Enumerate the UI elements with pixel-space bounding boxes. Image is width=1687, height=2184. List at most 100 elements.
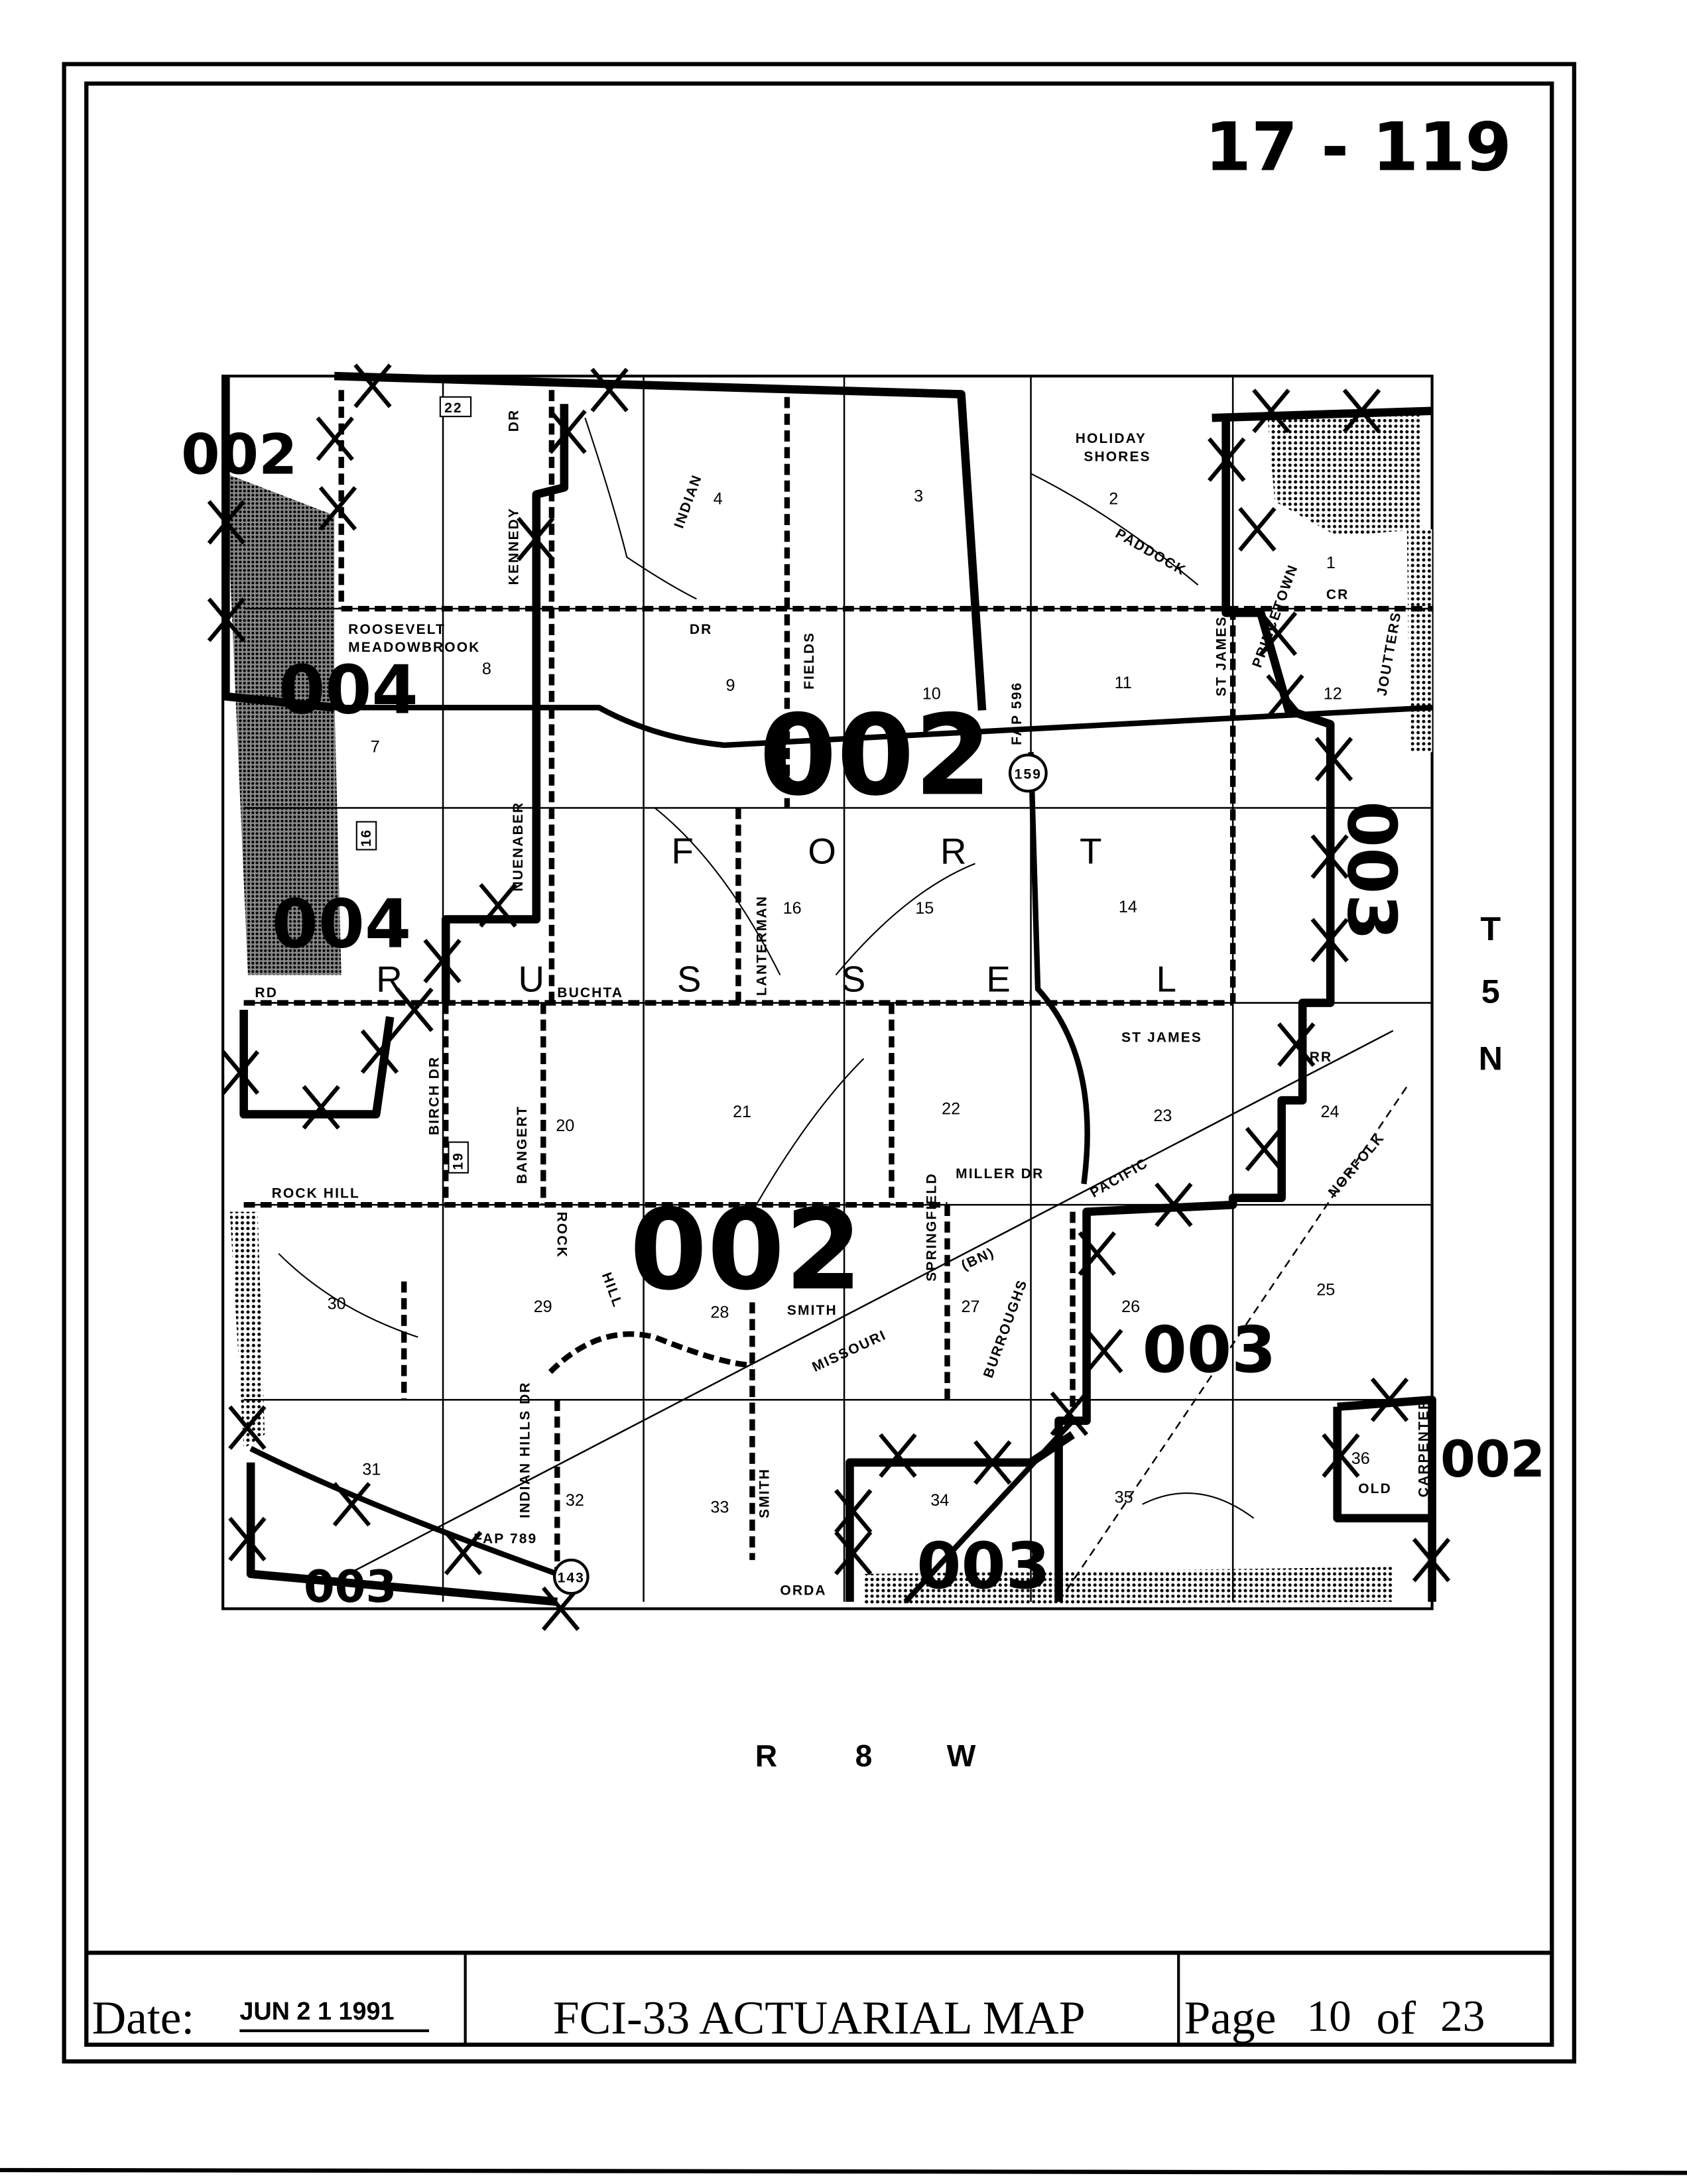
section-number: 16: [783, 899, 802, 918]
road-smith-2: SMITH: [787, 1303, 838, 1318]
route-shield-143: 143: [558, 1570, 585, 1585]
road-buchta: BUCHTA: [557, 985, 623, 1001]
road-birch-dr: BIRCH DR: [427, 1056, 442, 1135]
zone-003-east: 003: [1333, 801, 1411, 940]
road-roosevelt: ROOSEVELT: [348, 622, 446, 637]
section-number: 32: [566, 1491, 584, 1510]
section-number: 1: [1326, 554, 1336, 572]
rating-zone-labels: 002 002 002 002 004 004 003 003 003 003: [181, 422, 1545, 1612]
place-shores: SHORES: [1084, 449, 1151, 464]
section-number: 30: [328, 1295, 346, 1313]
section-number: 8: [482, 660, 491, 678]
road-indian-hills: INDIAN HILLS DR: [517, 1381, 532, 1518]
township-5: 5: [1481, 973, 1500, 1010]
page-label: Page: [1184, 1992, 1277, 2044]
zone-002-south: 002: [630, 1185, 863, 1315]
shading-bottom: [863, 1567, 1393, 1605]
route-shield-22: 22: [444, 400, 463, 416]
footer-title: FCI-33 ACTUARIAL MAP: [553, 1992, 1086, 2044]
section-number: 21: [733, 1103, 751, 1121]
town-letter: U: [518, 959, 544, 1000]
town-letter: F: [672, 831, 694, 871]
section-number: 12: [1324, 685, 1342, 703]
township-map: 1 2 3 4 7 8 9 10 11 12 14 15 16 20 21 22…: [181, 363, 1545, 1631]
route-shield-159: 159: [1015, 766, 1042, 782]
section-number: 34: [930, 1491, 949, 1510]
township-t: T: [1480, 910, 1501, 947]
route-shields: 22 19 16 159 143: [355, 396, 1048, 1595]
date-value: JUN 2 1 1991: [239, 1998, 394, 2026]
section-number: 28: [710, 1303, 729, 1321]
section-number: 35: [1115, 1488, 1133, 1507]
town-letter: T: [1080, 831, 1101, 871]
township-n: N: [1479, 1039, 1503, 1077]
section-number: 23: [1153, 1107, 1172, 1125]
streams: [278, 417, 1255, 1519]
road-nuenaber: NUENABER: [511, 802, 526, 892]
section-number: 11: [1115, 674, 1132, 692]
town-letter: S: [842, 959, 865, 1000]
map-area: [221, 375, 1434, 1610]
section-number: 24: [1321, 1103, 1340, 1121]
road-rock-hill: ROCK HILL: [272, 1186, 360, 1201]
road-lanterman: LANTERMAN: [754, 895, 769, 996]
road-miller-dr: MILLER DR: [956, 1166, 1044, 1182]
section-number: 33: [710, 1498, 729, 1516]
road-fields: FIELDS: [802, 632, 817, 690]
section-number: 10: [922, 685, 941, 703]
road-dr: DR: [506, 409, 521, 432]
town-letter: O: [808, 831, 836, 871]
road-fap789: FAP 789: [473, 1532, 537, 1547]
zone-003-southwest: 003: [304, 1561, 397, 1612]
road-smith: SMITH: [757, 1468, 773, 1518]
town-letter: R: [940, 831, 966, 871]
road-carpenter: CARPENTER: [1416, 1398, 1431, 1498]
section-number: 26: [1121, 1298, 1140, 1316]
railroads: [347, 1030, 1408, 1603]
road-kennedy: KENNEDY: [506, 507, 521, 585]
scan-edge: [0, 2167, 1687, 2175]
town-letter: R: [376, 959, 402, 1000]
map-number: 17 - 119: [1205, 107, 1512, 186]
road-rock: ROCK: [554, 1212, 569, 1258]
road-dr: DR: [690, 622, 713, 637]
floodplain-shading-east: [1406, 529, 1432, 753]
place-st-james: ST JAMES: [1121, 1030, 1202, 1045]
range-w: W: [947, 1738, 976, 1773]
zone-002-northwest: 002: [181, 422, 297, 487]
road-orda: ORDA: [780, 1583, 826, 1598]
zone-003-south: 003: [916, 1528, 1050, 1603]
inner-frame: [84, 81, 1554, 2047]
page-total: 23: [1440, 1991, 1485, 2041]
floodplain-shading-south: [229, 1211, 265, 1449]
town-letter: E: [986, 959, 1010, 1000]
section-number: 20: [556, 1117, 574, 1135]
route-shield-19: 19: [450, 1152, 466, 1170]
date-label: Date:: [92, 1992, 195, 2044]
range-r: R: [755, 1738, 777, 1773]
section-number: 3: [914, 487, 923, 505]
section-numbers: 1 2 3 4 7 8 9 10 11 12 14 15 16 20 21 22…: [328, 487, 1370, 1516]
floodplain-shading: [225, 473, 342, 975]
zone-004-north: 004: [279, 651, 418, 729]
section-number: 31: [362, 1461, 381, 1479]
section-number: 14: [1119, 898, 1137, 916]
road-meadowbrook: MEADOWBROOK: [348, 640, 480, 655]
section-number: 7: [371, 737, 380, 756]
page-current: 10: [1306, 1991, 1351, 2041]
road-rd: RD: [255, 985, 278, 1001]
town-letter: S: [677, 959, 701, 1000]
road-springfield: SPRINGFIELD: [924, 1172, 940, 1281]
road-fap596: FAP 596: [1009, 682, 1025, 745]
route-shield-16: 16: [359, 829, 374, 847]
section-number: 9: [725, 676, 735, 695]
road-st-james: ST JAMES: [1214, 616, 1229, 697]
section-number: 2: [1109, 489, 1118, 508]
zone-002-center: 002: [759, 690, 992, 820]
zone-002-southeast: 002: [1440, 1430, 1545, 1488]
section-number: 25: [1316, 1281, 1335, 1300]
zone-004-west: 004: [272, 885, 411, 963]
road-cr: CR: [1326, 587, 1349, 602]
town-name-fort-russell: F O R T R U S S E L: [376, 831, 1176, 999]
outer-frame: [62, 62, 1576, 2064]
